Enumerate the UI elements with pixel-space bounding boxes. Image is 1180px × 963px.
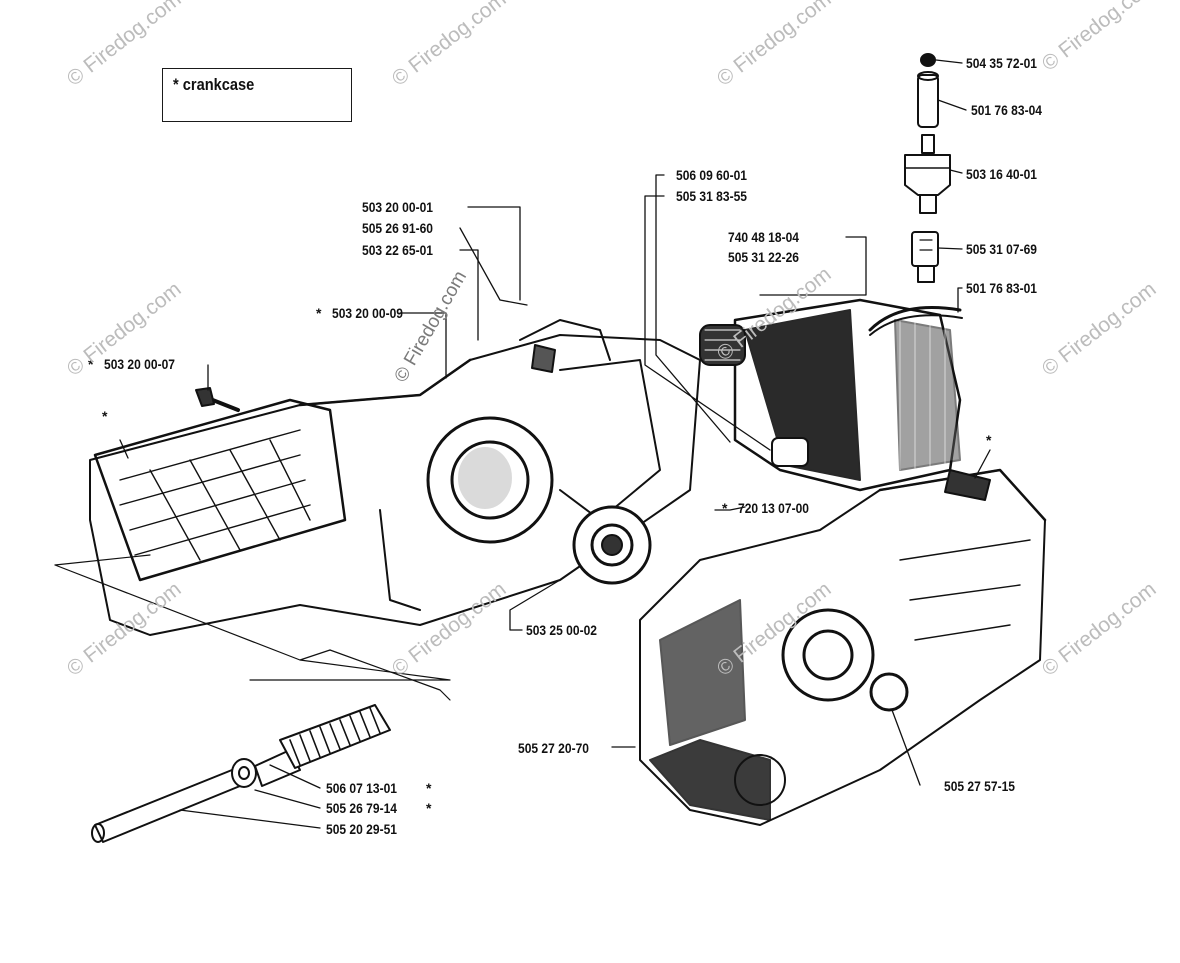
part-label-504-35-72-01: 504 35 72-01 — [966, 55, 1037, 71]
part-label-740-48-18-04: 740 48 18-04 — [728, 229, 799, 245]
part-label-505-31-22-26: 505 31 22-26 — [728, 249, 799, 265]
part-label-506-07-13-01: 506 07 13-01 — [326, 780, 397, 796]
marker-star: * — [426, 780, 432, 796]
part-label-503-20-00-09: 503 20 00-09 — [332, 305, 403, 321]
marker-star: * — [316, 305, 322, 321]
part-label-503-20-00-07: 503 20 00-07 — [104, 356, 175, 372]
part-label-503-25-00-02: 503 25 00-02 — [526, 622, 597, 638]
part-label-720-13-07-00: 720 13 07-00 — [738, 500, 809, 516]
part-label-505-31-83-55: 505 31 83-55 — [676, 188, 747, 204]
part-label-505-20-29-51: 505 20 29-51 — [326, 821, 397, 837]
part-label-505-26-79-14: 505 26 79-14 — [326, 800, 397, 816]
part-label-506-09-60-01: 506 09 60-01 — [676, 167, 747, 183]
part-label-505-27-20-70: 505 27 20-70 — [518, 740, 589, 756]
leader-lines — [119, 59, 991, 829]
part-label-505-27-57-15: 505 27 57-15 — [944, 778, 1015, 794]
left-crankcase-half — [89, 319, 701, 636]
marker-star: * — [102, 408, 108, 424]
marker-star: * — [88, 356, 94, 372]
part-label-503-16-40-01: 503 16 40-01 — [966, 166, 1037, 182]
part-label-505-26-91-60: 505 26 91-60 — [362, 220, 433, 236]
part-label-501-76-83-01: 501 76 83-01 — [966, 280, 1037, 296]
cylinder — [699, 298, 963, 492]
assembly-lines — [54, 554, 451, 701]
part-label-503-20-00-01: 503 20 00-01 — [362, 199, 433, 215]
diagram-title-box: * crankcase — [162, 68, 352, 122]
part-label-505-31-07-69: 505 31 07-69 — [966, 241, 1037, 257]
fittings-stack — [904, 53, 951, 283]
right-crankcase-half — [639, 468, 1047, 826]
shaft-and-spring — [91, 704, 391, 843]
diagram-title: * crankcase — [173, 75, 255, 94]
marker-star: * — [426, 800, 432, 816]
marker-star: * — [722, 500, 728, 516]
part-label-501-76-83-04: 501 76 83-04 — [971, 102, 1042, 118]
part-label-503-22-65-01: 503 22 65-01 — [362, 242, 433, 258]
marker-star: * — [986, 432, 992, 448]
